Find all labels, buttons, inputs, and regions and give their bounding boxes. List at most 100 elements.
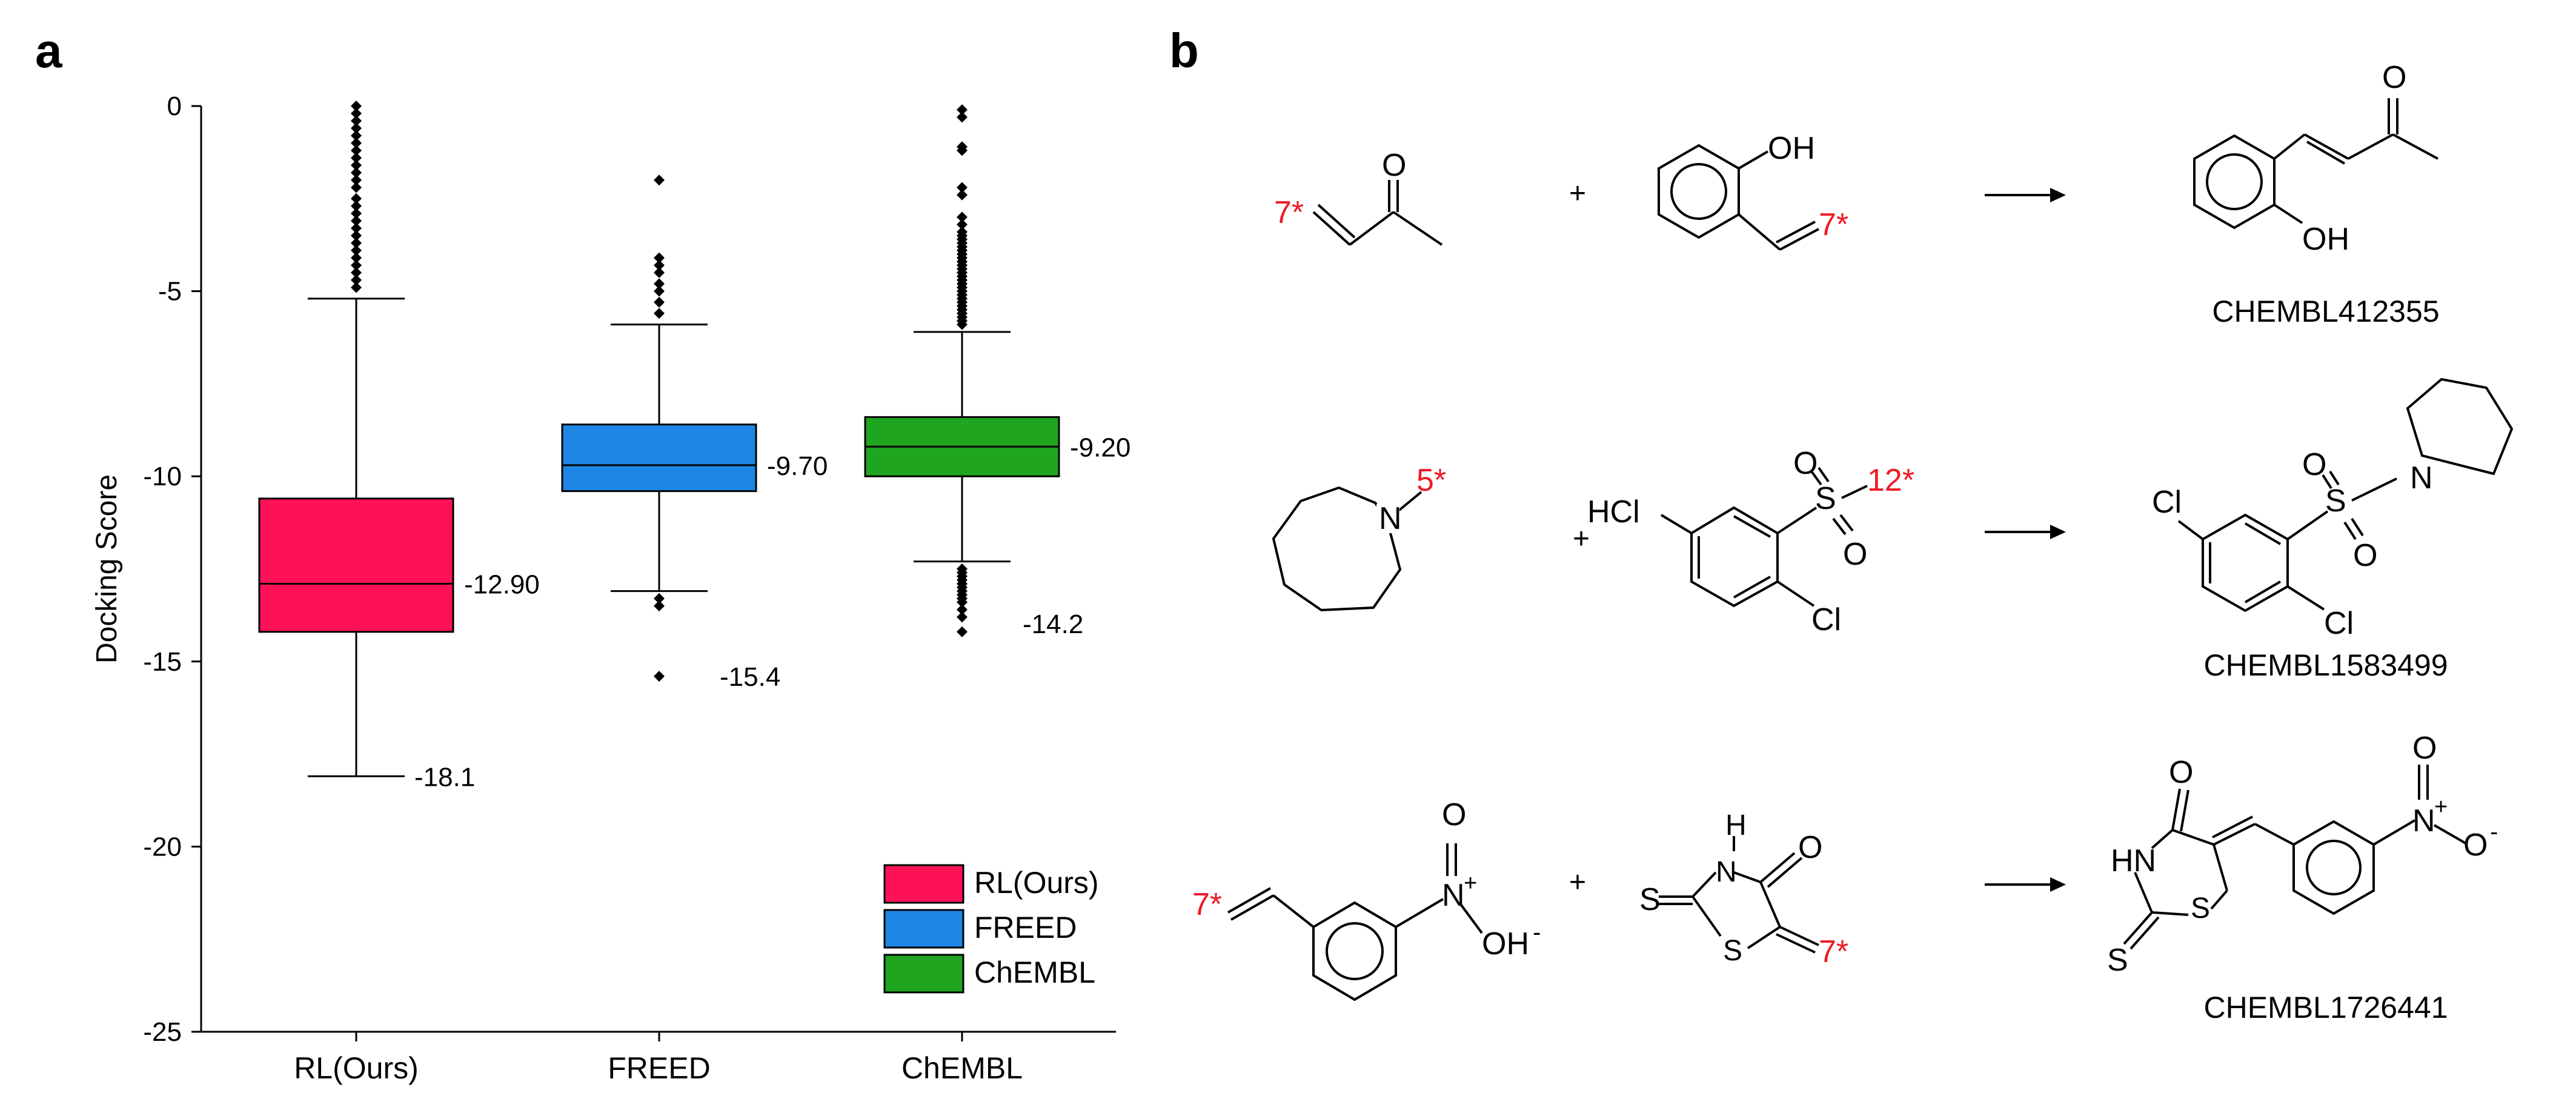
row1-reactant2-star: 7* [1819, 207, 1848, 242]
legend-label: RL(Ours) [974, 866, 1099, 900]
outlier-point [351, 182, 362, 193]
row3-reactant2-oxygen: O [1798, 830, 1822, 865]
row2-product-nitrogen: N [2410, 460, 2433, 496]
outlier-point [957, 145, 968, 156]
outlier-point [351, 145, 362, 156]
panel-a-label: a [35, 24, 62, 78]
outlier-point [957, 189, 968, 201]
median-label: -9.70 [767, 451, 828, 481]
row2-product-oxygen-top: O [2302, 447, 2326, 482]
box-iqr [561, 423, 757, 493]
legend-swatch [883, 954, 964, 994]
row3-reactant1-hydroxyl: OH [1482, 926, 1529, 961]
row3-reactant1-nitrogen: N [1442, 878, 1465, 913]
outlier-point [957, 219, 968, 230]
reaction-row-3: 7* N + O OH - + H N O [1192, 731, 2498, 1024]
row3-product-hn: HN [2111, 843, 2156, 878]
outlier-point [351, 174, 362, 186]
outlier-point [351, 267, 362, 279]
row2-product [2177, 377, 2514, 613]
outlier-point [351, 138, 362, 149]
outlier-point [351, 152, 362, 164]
row2-reactant2 [1660, 467, 1868, 608]
row1-product-id: CHEMBL412355 [2212, 294, 2439, 328]
outlier-point [351, 122, 362, 134]
median-label: -9.20 [1070, 433, 1130, 462]
row1-product [2193, 98, 2438, 230]
y-tick-label: -10 [143, 462, 182, 491]
row2-reactant2-chlorine: Cl [1811, 602, 1841, 637]
row2-reactant1-nitrogen: N [1379, 501, 1402, 536]
row1-plus: + [1569, 178, 1586, 210]
row2-plus: + [1573, 523, 1590, 555]
outlier-point [957, 111, 968, 123]
row2-product-chlorine-right: Cl [2324, 606, 2354, 641]
row3-reactant2-hydrogen: H [1725, 809, 1747, 842]
min-value-label: -14.2 [1023, 609, 1083, 639]
outlier-point [351, 108, 362, 119]
outlier-point [351, 208, 362, 219]
outlier-point [351, 201, 362, 212]
outlier-point [351, 259, 362, 271]
row3-reactant1-star: 7* [1192, 887, 1222, 922]
row1-reactant1-oxygen: O [1382, 148, 1406, 183]
row1-product-oxygen: O [2382, 60, 2406, 95]
x-tick-label: FREED [608, 1051, 710, 1085]
row2-product-id: CHEMBL1583499 [2203, 648, 2448, 682]
outlier-point [654, 259, 665, 271]
min-value-label: -18.1 [414, 762, 475, 792]
box-iqr [258, 497, 454, 633]
legend-label: FREED [974, 911, 1077, 945]
outlier-point [654, 252, 665, 264]
y-axis-label: Docking Score [91, 474, 123, 663]
outlier-point [351, 193, 362, 204]
outlier-point [351, 115, 362, 127]
row3-reactant2 [1659, 836, 1819, 954]
row2-arrow [1985, 525, 2066, 539]
row2-product-oxygen-bottom: O [2353, 538, 2377, 573]
row3-product-id: CHEMBL1726441 [2203, 991, 2448, 1024]
outlier-point [351, 252, 362, 264]
outlier-point [957, 626, 968, 637]
outlier-point [957, 319, 968, 330]
row3-plus: + [1569, 866, 1586, 898]
row3-reactant2-thione-sulfur: S [1639, 882, 1661, 917]
outlier-point [654, 267, 665, 279]
row1-reactant2 [1658, 144, 1819, 251]
outlier-point [957, 182, 968, 193]
row3-reactant1 [1227, 843, 1483, 1001]
row2-reactant2-oxygen-top: O [1793, 446, 1817, 481]
reaction-row-2: N 5* + HCl S O O Cl 12* [1272, 377, 2514, 682]
y-tick-label: -15 [143, 647, 182, 677]
outlier-point [351, 282, 362, 293]
box-rl-ours: -12.90-18.1 [258, 101, 540, 792]
box-freed: -9.70 -15.4 [561, 174, 828, 692]
reaction-row-1: 7* O + OH 7* [1274, 60, 2440, 328]
outlier-point [654, 285, 665, 297]
outlier-point [957, 604, 968, 616]
row3-product-oxygen-top: O [2412, 731, 2437, 766]
outlier-point [351, 274, 362, 286]
outlier-point [654, 296, 665, 308]
row3-arrow [1985, 877, 2066, 892]
row1-reactant1-star: 7* [1274, 195, 1304, 230]
y-tick-label: 0 [167, 91, 182, 121]
outlier-point [654, 671, 665, 682]
row1-arrow [1985, 188, 2066, 202]
x-tick-label: RL(Ours) [294, 1051, 419, 1085]
row3-product-nitrogen: N [2412, 803, 2435, 838]
row2-reactant1-star: 5* [1416, 463, 1446, 498]
outlier-point [351, 222, 362, 234]
row3-reactant1-n-charge: + [1464, 871, 1477, 896]
row3-product-ring-sulfur: S [2191, 892, 2210, 925]
y-tick-label: -20 [143, 832, 182, 862]
row2-product-chlorine-left: Cl [2152, 485, 2182, 520]
outlier-point [654, 593, 665, 604]
y-tick-label: -25 [143, 1017, 182, 1047]
outlier-point [654, 308, 665, 319]
min-value-label: -15.4 [720, 662, 780, 692]
row3-reactant2-nitrogen: N [1716, 856, 1737, 888]
outlier-point [351, 130, 362, 141]
